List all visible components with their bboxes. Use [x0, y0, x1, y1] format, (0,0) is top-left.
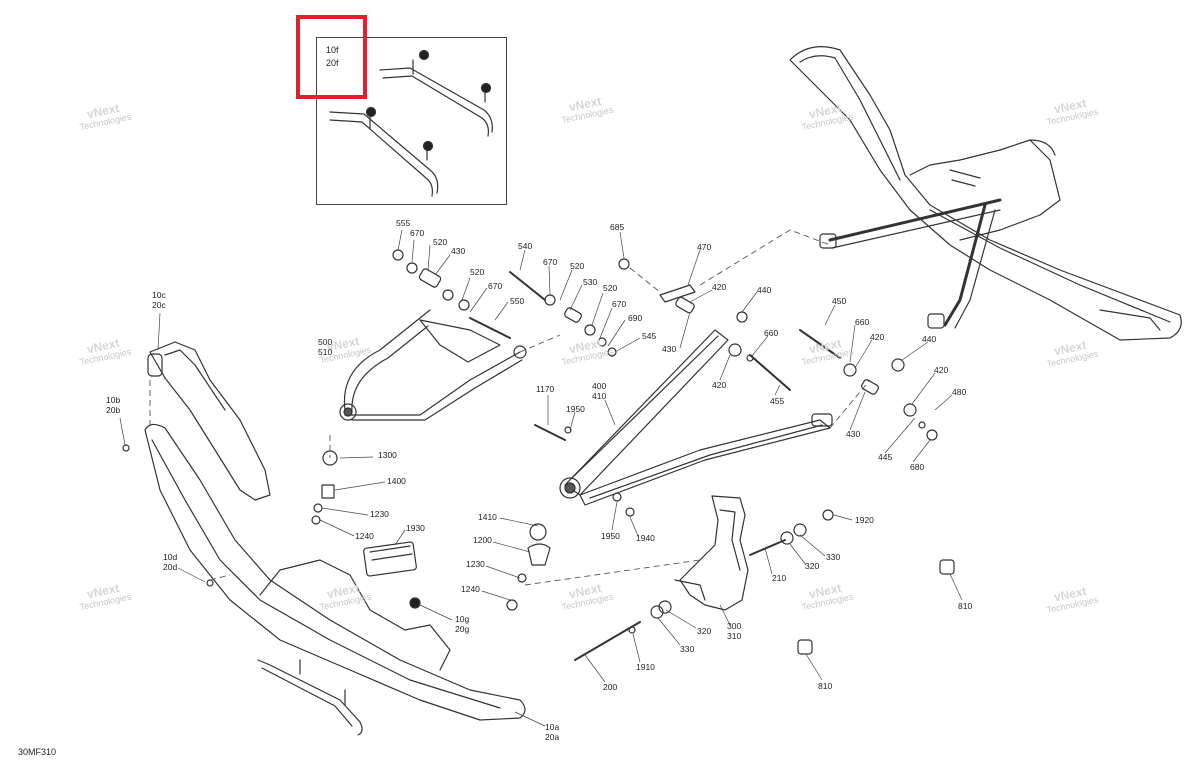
callout-320[interactable]: 320 [697, 626, 712, 636]
callout-420[interactable]: 420 [712, 380, 727, 390]
callout-540[interactable]: 540 [518, 241, 533, 251]
callout-455[interactable]: 455 [770, 396, 785, 406]
callout-545[interactable]: 545 [642, 331, 657, 341]
callout-430[interactable]: 430 [662, 344, 677, 354]
callout-660[interactable]: 660 [855, 317, 870, 327]
inset-label: 10f 20f [326, 45, 339, 69]
callout-670[interactable]: 670 [488, 281, 503, 291]
callout-1200[interactable]: 1200 [473, 535, 492, 545]
callout-555[interactable]: 555 [396, 218, 411, 228]
callout-1910[interactable]: 1910 [636, 662, 655, 672]
callout-520[interactable]: 520 [570, 261, 585, 271]
callout-320[interactable]: 320 [805, 561, 820, 571]
callout-680[interactable]: 680 [910, 462, 925, 472]
lower-a-arm [559, 329, 833, 506]
callout-810[interactable]: 810 [958, 601, 973, 611]
callout-420[interactable]: 420 [870, 332, 885, 342]
callout-330[interactable]: 330 [826, 552, 841, 562]
upper-a-arm [339, 309, 527, 421]
figure-code: 30MF310 [18, 747, 57, 757]
callout-330[interactable]: 330 [680, 644, 695, 654]
callout-1940[interactable]: 1940 [636, 533, 655, 543]
callout-1170[interactable]: 1170 [536, 384, 555, 394]
highlight-box [296, 15, 367, 99]
callout-10a-20a[interactable]: 10a 20a [545, 722, 560, 742]
callout-430[interactable]: 430 [451, 246, 466, 256]
inset-runner-parts [329, 49, 493, 197]
callout-1230[interactable]: 1230 [370, 509, 389, 519]
alignment-lines [149, 229, 871, 586]
callout-440[interactable]: 440 [757, 285, 772, 295]
callout-520[interactable]: 520 [603, 283, 618, 293]
right-ski-assembly [789, 46, 1182, 341]
callout-430[interactable]: 430 [846, 429, 861, 439]
callout-400-410[interactable]: 400 410 [592, 381, 607, 401]
callout-300-310[interactable]: 300 310 [727, 621, 742, 641]
callout-670[interactable]: 670 [410, 228, 425, 238]
callout-550[interactable]: 550 [510, 296, 525, 306]
callout-445[interactable]: 445 [878, 452, 893, 462]
callout-500-510[interactable]: 500 510 [318, 337, 333, 357]
callout-530[interactable]: 530 [583, 277, 598, 287]
callout-685[interactable]: 685 [610, 222, 625, 232]
callout-660[interactable]: 660 [764, 328, 779, 338]
callout-420[interactable]: 420 [934, 365, 949, 375]
hardware-parts [122, 249, 955, 661]
callout-1920[interactable]: 1920 [855, 515, 874, 525]
callout-1240[interactable]: 1240 [355, 531, 374, 541]
callout-10d-20d[interactable]: 10d 20d [163, 552, 178, 572]
callout-10g-20g[interactable]: 10g 20g [455, 614, 470, 634]
callout-1230[interactable]: 1230 [466, 559, 485, 569]
callout-690[interactable]: 690 [628, 313, 643, 323]
inset-box [316, 37, 507, 205]
callout-520[interactable]: 520 [433, 237, 448, 247]
callout-1950[interactable]: 1950 [566, 404, 585, 414]
left-ski-assembly [144, 341, 526, 736]
leader-lines [119, 229, 963, 727]
callout-480[interactable]: 480 [952, 387, 967, 397]
callout-210[interactable]: 210 [772, 573, 787, 583]
callout-1930[interactable]: 1930 [406, 523, 425, 533]
callout-420[interactable]: 420 [712, 282, 727, 292]
callout-440[interactable]: 440 [922, 334, 937, 344]
callout-810[interactable]: 810 [818, 681, 833, 691]
callout-520[interactable]: 520 [470, 267, 485, 277]
callout-1400[interactable]: 1400 [387, 476, 406, 486]
callout-1240[interactable]: 1240 [461, 584, 480, 594]
callout-450[interactable]: 450 [832, 296, 847, 306]
callout-200[interactable]: 200 [603, 682, 618, 692]
spindle-part [674, 495, 749, 611]
callout-1410[interactable]: 1410 [478, 512, 497, 522]
callout-10b-20b[interactable]: 10b 20b [106, 395, 121, 415]
callout-470[interactable]: 470 [697, 242, 712, 252]
callout-1300[interactable]: 1300 [378, 450, 397, 460]
callout-1950[interactable]: 1950 [601, 531, 620, 541]
callout-10c-20c[interactable]: 10c 20c [152, 290, 166, 310]
callout-670[interactable]: 670 [543, 257, 558, 267]
callout-670[interactable]: 670 [612, 299, 627, 309]
